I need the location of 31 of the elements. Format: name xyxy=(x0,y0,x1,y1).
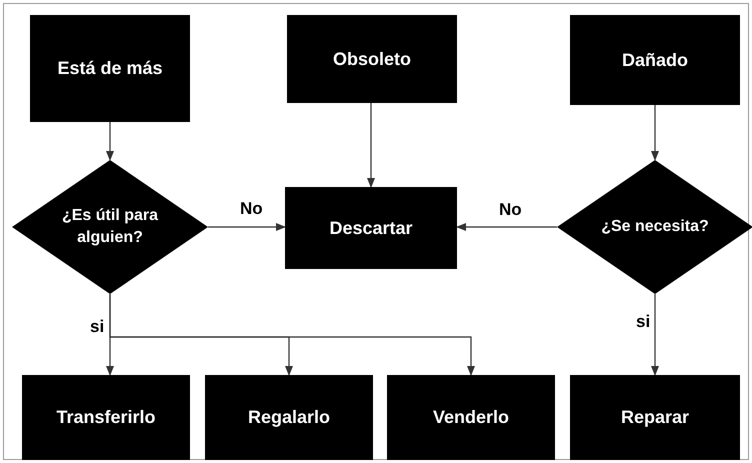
node-label: Venderlo xyxy=(432,406,510,430)
node-label: Transferirlo xyxy=(56,406,156,430)
process-box xyxy=(387,375,555,460)
node-label: Dañado xyxy=(622,48,688,72)
arrow xyxy=(208,223,286,231)
edge-label: si xyxy=(634,313,652,330)
node-label: ¿Se necesita? xyxy=(601,217,709,237)
node-label: ¿Es útil para alguien? xyxy=(60,206,160,248)
process-box xyxy=(205,375,373,460)
arrow xyxy=(651,105,659,161)
node-label: Está de más xyxy=(57,57,163,80)
node-label: Descartar xyxy=(329,216,413,240)
edge-label: No xyxy=(238,200,265,217)
node-label: Obsoleto xyxy=(332,48,411,71)
node-label: Regalarlo xyxy=(248,406,330,430)
arrow xyxy=(456,223,557,231)
edge-label: No xyxy=(497,201,524,218)
process-box xyxy=(570,15,740,105)
process-box xyxy=(30,15,190,122)
process-box xyxy=(22,375,190,460)
decision-diamond xyxy=(557,160,752,294)
process-box xyxy=(285,187,457,269)
arrow xyxy=(106,122,114,161)
arrow xyxy=(367,103,375,188)
arrow xyxy=(651,294,659,376)
edge-label: si xyxy=(88,318,106,335)
process-box xyxy=(570,375,740,460)
arrow xyxy=(109,294,475,376)
node-label: Reparar xyxy=(620,406,690,430)
decision-diamond xyxy=(12,160,208,294)
process-box xyxy=(287,15,457,103)
